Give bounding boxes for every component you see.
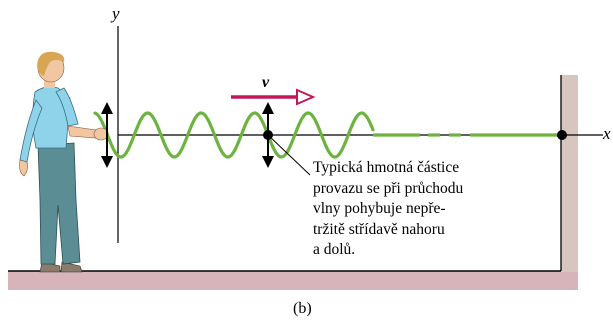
wall-icon (560, 75, 578, 272)
velocity-label: v (262, 74, 270, 91)
leader-line (267, 134, 311, 176)
caption-line: vlny pohybuje nepře- (313, 200, 446, 217)
particle-dot (557, 130, 567, 140)
velocity-arrow-icon (231, 88, 316, 106)
caption-line: Typická hmotná částice (313, 159, 460, 176)
particle-caption: Typická hmotná částice provazu se při pr… (313, 158, 463, 261)
y-axis-label: y (112, 4, 120, 23)
double-arrow-icon (101, 102, 113, 168)
floor (8, 271, 578, 290)
caption-line: tržitě střídavě nahoru (313, 220, 445, 238)
caption-line: provazu se při průchodu (313, 179, 464, 197)
caption-line: a dolů. (313, 241, 356, 258)
rope-wave (93, 111, 561, 159)
person-icon (19, 51, 109, 273)
x-axis-label: x (603, 124, 611, 143)
subfigure-label: (b) (293, 300, 312, 317)
